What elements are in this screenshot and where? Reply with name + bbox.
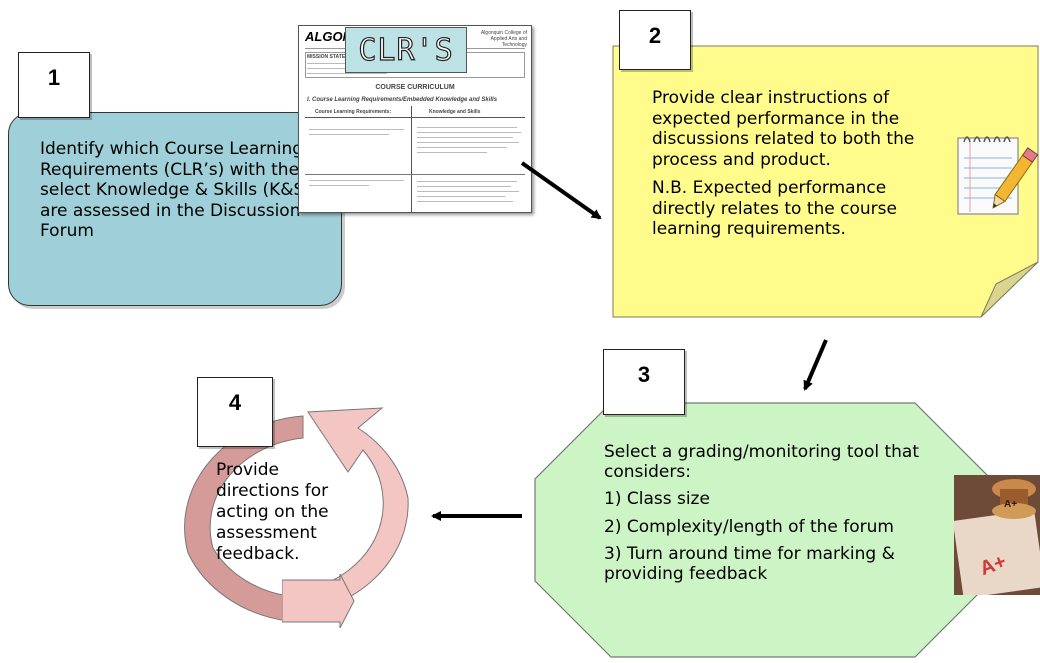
- doc-col2: Knowledge and Skills: [429, 109, 481, 115]
- arrow-2-to-3: [803, 339, 828, 391]
- doc-heading: COURSE CURRICULUM: [375, 84, 455, 91]
- step-1-text: Identify which Course Learning Requireme…: [40, 139, 311, 241]
- doc-subheading: I. Course Learning Requirements/Embedded…: [307, 97, 498, 103]
- step-4-number: 4: [197, 377, 273, 447]
- cycle-lower-arrow: [282, 573, 355, 628]
- clr-stamp-label: CLR'S: [345, 27, 467, 73]
- doc-college: Algonquin College of Applied Arts and Te…: [480, 30, 527, 48]
- grade-stamp-icon: A+ A+: [954, 475, 1040, 595]
- step-2-number: 2: [619, 10, 691, 70]
- svg-text:A+: A+: [1004, 499, 1017, 510]
- step-3-octagon: [534, 402, 992, 658]
- doc-mission: MISSION STATEMENT: [307, 54, 360, 60]
- step-3-text: Select a grading/monitoring tool that co…: [604, 442, 919, 584]
- step-3-number: 3: [603, 349, 685, 415]
- notepad-pencil-icon: [957, 136, 1039, 215]
- step-1-box: [8, 112, 342, 306]
- doc-col1: Course Learning Requirements:: [315, 109, 392, 115]
- arrow-1-to-2: [520, 161, 602, 220]
- step-2-text: Provide clear instructions of expected p…: [652, 88, 915, 239]
- step-4-text: Provide directions for acting on the ass…: [216, 460, 329, 564]
- step-1-number: 1: [18, 52, 90, 118]
- step-2-note: [612, 45, 1039, 318]
